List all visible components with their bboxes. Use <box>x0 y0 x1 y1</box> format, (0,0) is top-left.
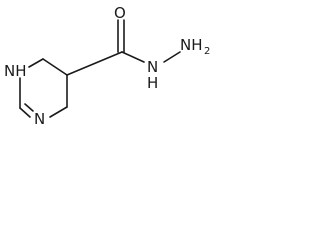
ring-nh-label: NH <box>4 62 27 80</box>
bond-nh-nh2 <box>163 51 181 63</box>
carbonyl-o-label: O <box>114 4 126 22</box>
molecule-structure-drawing: NH N O N H NH 2 <box>4 4 210 128</box>
amide-n-label: N <box>147 58 158 76</box>
terminal-nh2-subscript: 2 <box>204 46 210 57</box>
ring-n-label: N <box>34 110 45 128</box>
amide-h-label: H <box>147 74 158 92</box>
bond-c5-carbonyl <box>66 51 123 76</box>
bond-c6-nh <box>28 58 44 68</box>
bond-c2-n3-double-outer <box>19 107 31 118</box>
bond-c2-n3-double-inner <box>24 103 34 112</box>
bond-carbonyl-nh <box>121 51 145 63</box>
bond-c5-c6 <box>42 58 68 76</box>
bond-n3-c4 <box>49 106 68 118</box>
terminal-nh2-label: NH <box>180 36 203 54</box>
